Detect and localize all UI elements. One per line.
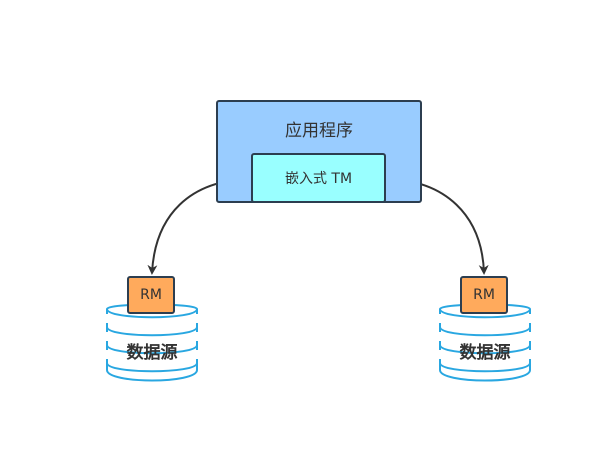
datasource-left-cylinder: [106, 303, 198, 382]
datasource-left-label: 数据源: [126, 343, 178, 363]
datasource-right-label: 数据源: [459, 343, 511, 363]
application-box: [216, 100, 422, 203]
rm-right-box: RM: [460, 276, 508, 314]
embedded-tm-label: 嵌入式 TM: [284, 171, 353, 187]
rm-right-label: RM: [473, 287, 495, 303]
rm-left-box: RM: [127, 276, 175, 314]
embedded-tm-box: 嵌入式 TM: [251, 153, 386, 203]
rm-left-label: RM: [140, 287, 162, 303]
application-title: 应用程序: [285, 121, 353, 141]
